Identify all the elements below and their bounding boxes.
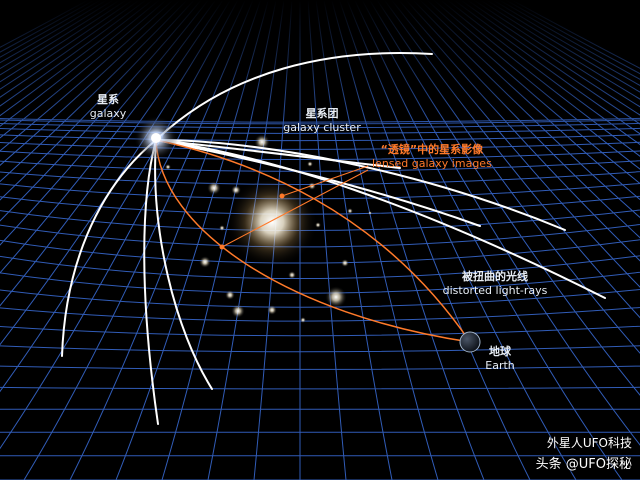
rays-label: 被扭曲的光线 distorted light-rays <box>440 270 550 298</box>
galaxy-cluster-glow <box>165 134 372 323</box>
light-ray <box>155 139 481 227</box>
light-ray <box>155 139 401 169</box>
rays-label-en: distorted light-rays <box>442 283 548 297</box>
distorted-light-rays <box>61 52 606 425</box>
lens-pointer <box>281 165 369 197</box>
earth-icon <box>459 331 481 353</box>
light-ray <box>154 139 213 390</box>
light-ray <box>143 139 159 425</box>
cluster-label-zh: 星系团 <box>305 107 339 120</box>
lens-pointer <box>221 169 369 248</box>
watermark-line2-handle: @UFO探秘 <box>565 457 632 472</box>
lensed-path-lower <box>155 139 471 343</box>
lensed-label-en: lensed galaxy images <box>372 156 492 170</box>
lensed-path-upper <box>155 139 471 343</box>
cluster-label-en: galaxy cluster <box>283 120 361 134</box>
lensed-label: “透镜”中的星系影像 lensed galaxy images <box>372 143 492 171</box>
cluster-label: 星系团 galaxy cluster <box>272 107 372 135</box>
light-ray <box>155 139 606 299</box>
earth-label-en: Earth <box>485 358 515 372</box>
lensed-light-paths <box>155 139 471 343</box>
rays-label-zh: 被扭曲的光线 <box>462 270 528 283</box>
galaxy-label: 星系 galaxy <box>78 93 138 121</box>
source-galaxy <box>134 116 178 160</box>
earth-label-zh: 地球 <box>489 345 511 358</box>
light-ray <box>155 52 433 141</box>
watermark: 外星人UFO科技 头条 @UFO探秘 <box>536 434 632 472</box>
watermark-line2: 头条 @UFO探秘 <box>536 453 632 472</box>
watermark-line1: 外星人UFO科技 <box>546 436 632 450</box>
galaxy-label-zh: 星系 <box>97 93 119 106</box>
lensed-label-zh: “透镜”中的星系影像 <box>380 143 484 156</box>
light-ray <box>61 139 157 357</box>
galaxy-label-en: galaxy <box>89 106 127 120</box>
watermark-line2-prefix: 头条 <box>535 457 562 472</box>
earth-label: 地球 Earth <box>480 345 520 373</box>
